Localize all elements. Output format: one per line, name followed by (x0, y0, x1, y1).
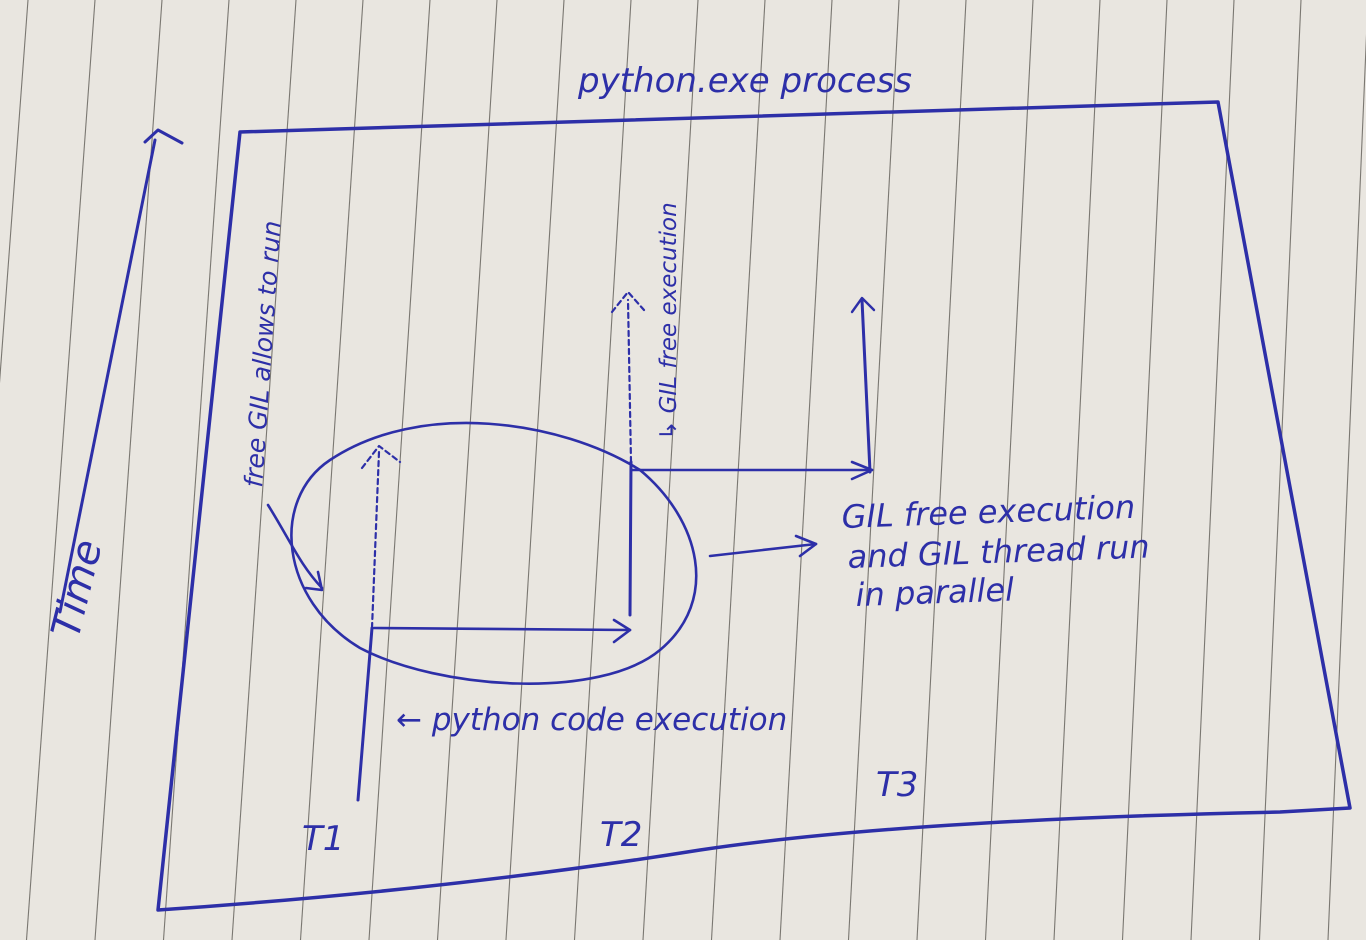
thread-t1-gil-free-dashed (370, 450, 381, 630)
thread-t2 (610, 290, 646, 617)
paper-ruling-line (299, 0, 364, 940)
paper-ruling-line (162, 0, 230, 940)
circle-to-note-arrow (708, 542, 818, 558)
thread-t1-label: T1 (302, 819, 344, 859)
paper-ruling-line (916, 0, 967, 940)
thread-t3-arrowhead (850, 296, 876, 314)
time-axis-line (58, 138, 157, 614)
paper-ruling-line (984, 0, 1034, 940)
process-boundary (156, 100, 1352, 912)
parallel-note-line3: in parallel (855, 570, 1015, 614)
time-axis-arrowhead (143, 128, 184, 145)
paper-ruling-line (436, 0, 498, 940)
thread-t1-line (356, 626, 374, 802)
thread-t1 (356, 444, 402, 802)
thread-t3 (850, 296, 876, 474)
paper-ruling-line (847, 0, 900, 940)
process-title: python.exe process (577, 61, 912, 101)
parallel-region-circle (290, 421, 698, 685)
t2-to-t3-arrowhead (850, 460, 874, 481)
paper-ruling-line (1053, 0, 1101, 940)
free-gil-pointer-arrowhead (304, 570, 324, 592)
t1-to-t2-arrowhead (612, 618, 632, 644)
paper-ruling-line (1121, 0, 1168, 940)
thread-t2-line (628, 460, 633, 617)
paper-ruling-line (1327, 34, 1366, 940)
thread-t1-dashed-arrowhead (360, 444, 402, 470)
thread-t2-gil-free-dashed (626, 298, 633, 464)
paper-ruling-line (0, 0, 29, 384)
paper-ruling-line (25, 0, 96, 940)
paper-ruling-line (231, 0, 297, 940)
paper-ruling-line (1258, 0, 1302, 940)
circle-to-note-arrowhead (794, 534, 818, 558)
thread-t3-label: T3 (876, 765, 918, 805)
gil-free-execution-label: ↳ GIL free execution (656, 202, 682, 440)
t1-to-t2-arrow (372, 626, 632, 632)
thread-t3-line (860, 298, 872, 474)
thread-t2-label: T2 (600, 815, 642, 855)
python-code-execution-label: ← python code execution (396, 702, 787, 738)
time-axis (58, 128, 184, 614)
paper-ruling-line (505, 0, 565, 940)
paper-ruling-line (368, 0, 431, 940)
paper-ruling-line (573, 0, 632, 940)
free-gil-pointer-arrow (266, 503, 324, 590)
thread-t2-dashed-arrowhead (610, 290, 646, 314)
